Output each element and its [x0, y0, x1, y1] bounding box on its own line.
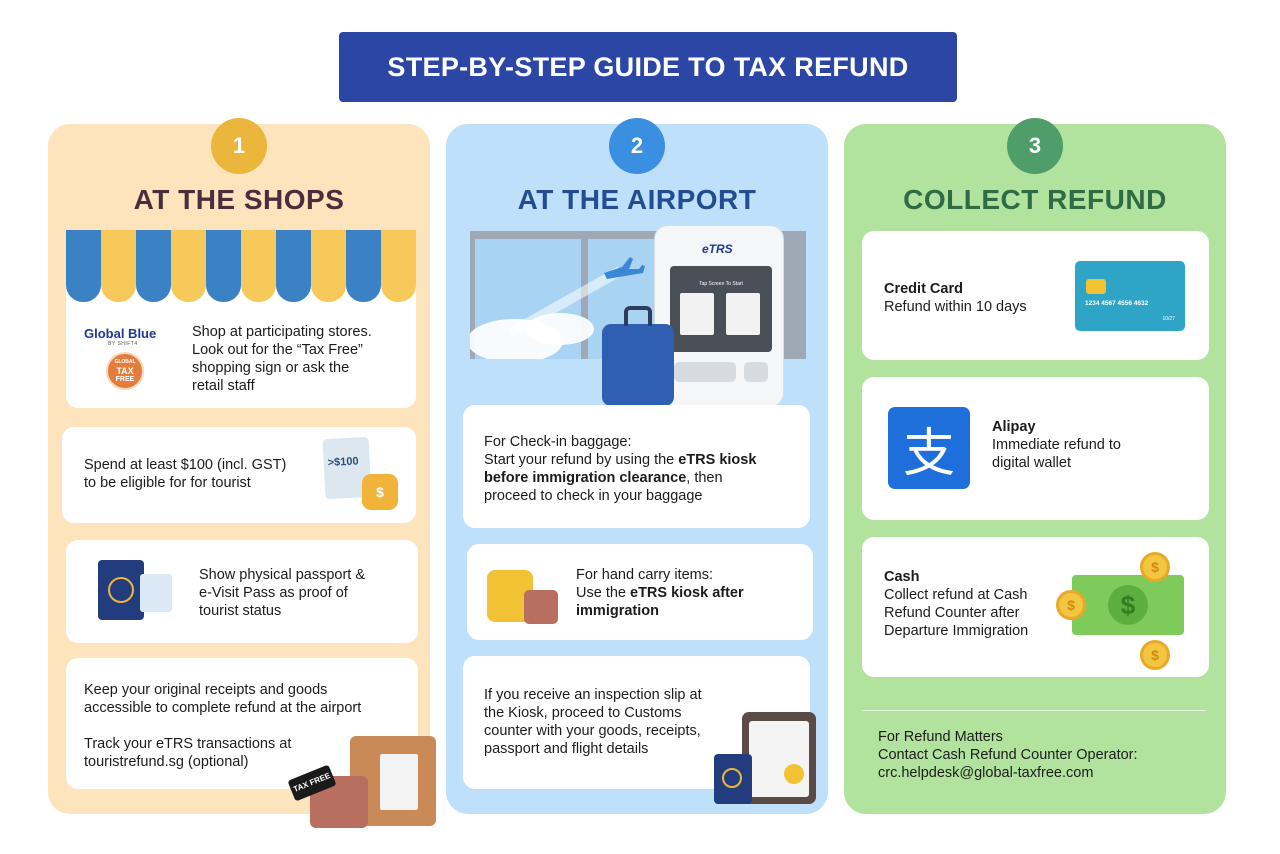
- global-blue-sub: BY SHIFT4: [108, 341, 138, 347]
- step-number-2: 2: [609, 118, 665, 174]
- coin-icon: $: [1140, 552, 1170, 582]
- credit-text: Credit Card Refund within 10 days: [884, 281, 1027, 315]
- cash-text: Cash Collect refund at Cash Refund Count…: [884, 569, 1029, 639]
- column-title-shops: AT THE SHOPS: [133, 184, 345, 215]
- visit-pass-icon: [140, 574, 172, 612]
- global-blue-logo: Global Blue: [84, 326, 157, 341]
- passport-text: Show physical passport & e-Visit Pass as…: [199, 567, 366, 619]
- kiosk-screen: Tap Screen To Start: [670, 266, 772, 352]
- column-collect-refund: 3 COLLECT REFUND Credit Card Refund with…: [844, 118, 1226, 814]
- inspection-text: If you receive an inspection slip at the…: [484, 687, 702, 757]
- kiosk-slot-icon: [674, 362, 736, 382]
- hand-carry-text: For hand carry items: Use the eTRS kiosk…: [576, 567, 744, 619]
- kiosk-brand: eTRS: [702, 242, 733, 256]
- column-title-collect: COLLECT REFUND: [903, 184, 1167, 215]
- spend-text: Spend at least $100 (incl. GST) to be el…: [84, 457, 287, 491]
- checkin-text: For Check-in baggage: Start your refund …: [484, 434, 757, 504]
- money-hand-icon: $: [362, 474, 398, 510]
- page-title: STEP-BY-STEP GUIDE TO TAX REFUND: [387, 51, 909, 82]
- passport-ticket-icon: [714, 754, 752, 804]
- column-title-airport: AT THE AIRPORT: [517, 184, 757, 215]
- track-text: Track your eTRS transactions at touristr…: [84, 736, 292, 770]
- alipay-icon: 支: [888, 407, 970, 489]
- cash-bill-icon: $: [1072, 575, 1184, 635]
- passport-icon: [98, 560, 144, 620]
- kiosk-button-icon: [744, 362, 768, 382]
- footer-divider: [862, 710, 1206, 711]
- clipboard-icon: [742, 712, 816, 804]
- brown-bag-icon: [524, 590, 558, 624]
- title-banner: STEP-BY-STEP GUIDE TO TAX REFUND: [339, 32, 957, 102]
- luggage-icon: [602, 306, 674, 406]
- shop-awning-icon: [66, 230, 416, 302]
- credit-card-icon: 1234 4567 4556 4632 10/27: [1075, 261, 1185, 331]
- column-at-the-airport: 2 AT THE AIRPORT eTRS Tap Screen To Star…: [446, 118, 828, 814]
- step-number-1: 1: [211, 118, 267, 174]
- receipt-on-bag-icon: [380, 754, 418, 810]
- coin-icon: $: [1140, 640, 1170, 670]
- step-number-3: 3: [1007, 118, 1063, 174]
- footer-contact: For Refund Matters Contact Cash Refund C…: [878, 729, 1138, 781]
- coin-icon: $: [1056, 590, 1086, 620]
- alipay-text: Alipay Immediate refund to digital walle…: [992, 419, 1121, 471]
- tax-free-badge-icon: GLOBAL TAX FREE: [106, 352, 144, 390]
- shop-text: Shop at participating stores. Look out f…: [192, 324, 372, 394]
- card-checkin: [463, 405, 810, 528]
- receipts-text: Keep your original receipts and goods ac…: [84, 682, 362, 716]
- column-at-the-shops: 1 AT THE SHOPS Global Blue BY SHIFT4 GLO…: [48, 118, 436, 828]
